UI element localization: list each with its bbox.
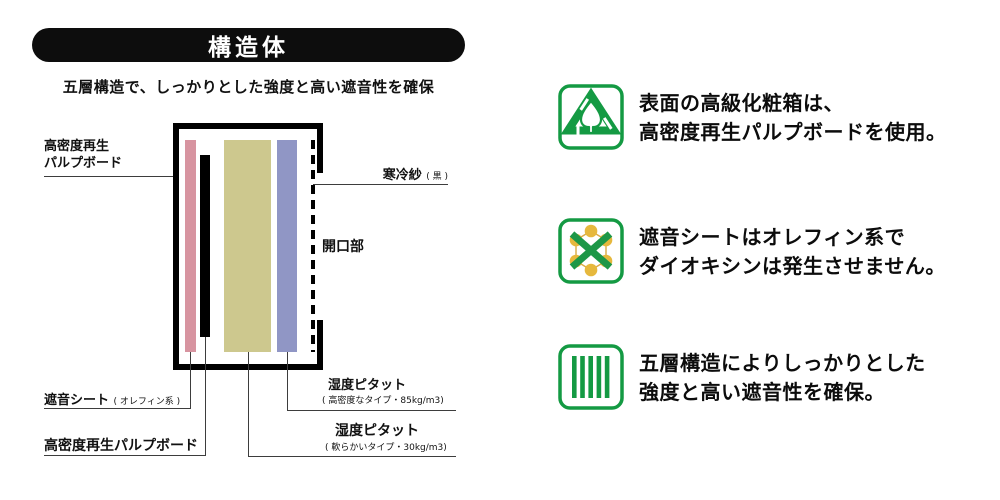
olefin-molecule-icon [558, 218, 624, 284]
connector-shaon-v [190, 352, 191, 408]
connector-pitat-dense [287, 410, 456, 411]
label-pitat-soft-note: ( 軟らかいタイプ・30kg/m3) [325, 443, 447, 453]
label-kanreisha: 寒冷紗 ( 黒 ) [382, 168, 448, 183]
five-layer-icon [558, 344, 624, 410]
connector-pulp-top [44, 176, 173, 177]
connector-shaon [44, 408, 191, 409]
feature-text: 遮音シートはオレフィン系で ダイオキシンは発生させません。 [639, 225, 946, 278]
layer-bar-pitat-soft [224, 140, 271, 352]
layer-bar-shaon-sheet [185, 140, 196, 352]
connector-pulp-bottom [44, 455, 206, 456]
box-right-edge-bottom [317, 320, 323, 370]
connector-pitat-soft [248, 456, 456, 457]
layer-bar-pitat-dense [277, 140, 297, 352]
label-pitat-dense: 湿度ピタット [328, 378, 407, 393]
label-pitat-soft: 湿度ピタット [335, 423, 419, 439]
title-badge-label: 構造体 [208, 35, 289, 61]
connector-kanreisha [313, 184, 448, 185]
box-right-edge-top [317, 123, 323, 173]
layer-bar-pulp-board [200, 155, 210, 337]
feature-row-five-layers: 五層構造によりしっかりとした 強度と高い遮音性を確保。 [558, 344, 926, 410]
label-pulp-board-bottom: 高密度再生パルプボード [44, 438, 198, 454]
feature-row-pulp-board: 表面の高級化粧箱は、 高密度再生パルプボードを使用。 [558, 84, 947, 150]
connector-pitat-dense-v [287, 352, 288, 410]
feature-text: 表面の高級化粧箱は、 高密度再生パルプボードを使用。 [639, 91, 947, 144]
connector-pulp-bottom-v [205, 337, 206, 455]
kanreisha-dashed-line [311, 140, 315, 352]
label-pitat-dense-note: ( 高密度なタイプ・85kg/m3) [322, 396, 444, 406]
connector-pitat-soft-v [248, 352, 249, 456]
subtitle: 五層構造で、しっかりとした強度と高い遮音性を確保 [62, 78, 435, 96]
title-badge: 構造体 [32, 28, 465, 62]
label-shaon-sheet: 遮音シート ( オレフィン系 ) [44, 393, 181, 408]
label-opening: 開口部 [322, 239, 364, 255]
label-pulp-board-top: 高密度再生 パルプボード [44, 139, 123, 171]
feature-text: 五層構造によりしっかりとした 強度と高い遮音性を確保。 [639, 351, 926, 404]
recycled-pulp-mark-icon [558, 84, 624, 150]
feature-row-olefin: 遮音シートはオレフィン系で ダイオキシンは発生させません。 [558, 218, 946, 284]
